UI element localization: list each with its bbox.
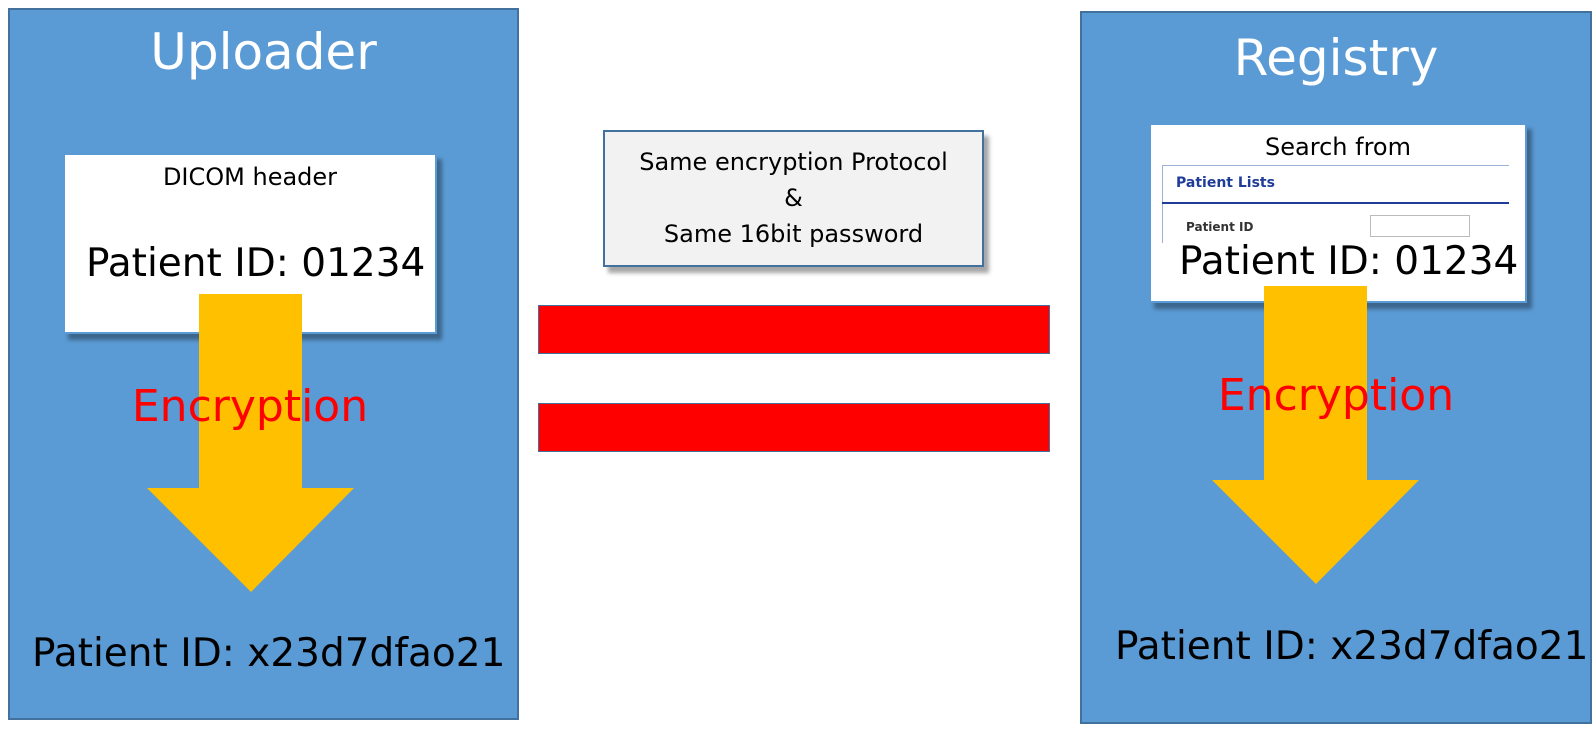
uploader-encryption-label: Encryption: [131, 381, 369, 432]
patient-lists-tab[interactable]: Patient Lists: [1176, 175, 1275, 191]
patient-id-field-label: Patient ID: [1186, 220, 1254, 234]
uploader-panel: Uploader DICOM header Patient ID: 01234 …: [8, 8, 519, 720]
search-side-border: [1162, 165, 1163, 243]
protocol-line-3: Same 16bit password: [663, 220, 924, 248]
equals-bar-bottom: [538, 403, 1050, 452]
registry-patient-id-plain: Patient ID: 01234: [1179, 239, 1519, 284]
uploader-patient-id-encrypted: Patient ID: x23d7dfao21: [32, 631, 506, 676]
protocol-line-1: Same encryption Protocol: [639, 148, 948, 176]
encryption-arrow: [1212, 286, 1419, 584]
protocol-box: Same encryption Protocol & Same 16bit pa…: [603, 130, 984, 267]
registry-title: Registry: [1233, 29, 1439, 87]
registry-encryption-label: Encryption: [1217, 370, 1455, 421]
registry-patient-id-encrypted: Patient ID: x23d7dfao21: [1115, 624, 1589, 669]
uploader-title: Uploader: [150, 23, 377, 81]
uploader-patient-id-plain: Patient ID: 01234: [86, 241, 426, 286]
search-divider: [1162, 165, 1509, 166]
protocol-line-2: &: [784, 184, 803, 212]
equals-bar-top: [538, 305, 1050, 354]
registry-panel: Registry Search from Patient Lists Patie…: [1080, 11, 1592, 724]
patient-id-input[interactable]: [1370, 215, 1470, 237]
dicom-header-title: DICOM header: [162, 163, 338, 191]
patient-lists-underline: [1162, 202, 1509, 204]
encryption-arrow: [147, 294, 354, 592]
search-title: Search from: [1265, 133, 1411, 161]
